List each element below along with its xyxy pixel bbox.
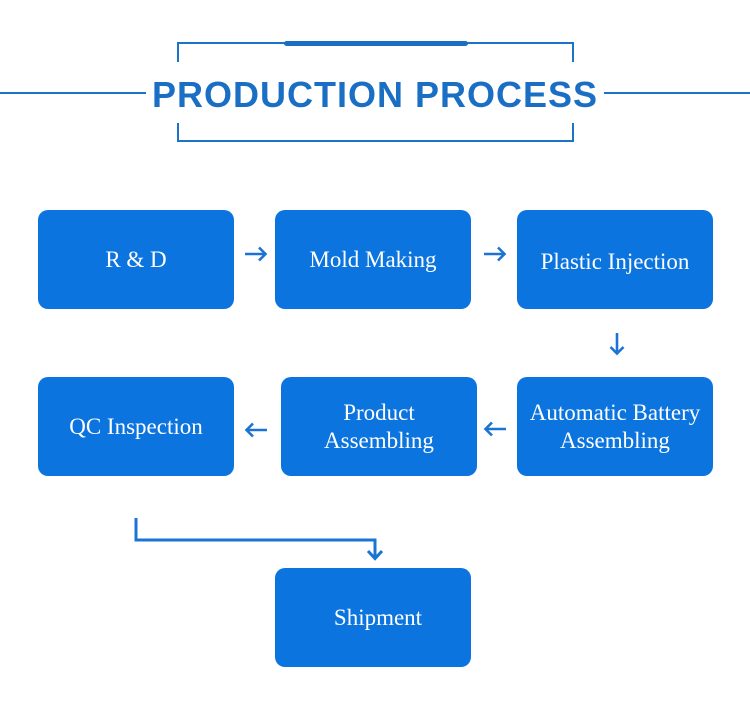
step-label: Shipment [333,604,423,630]
page-title: PRODUCTION PROCESS [0,77,750,113]
arrow-left-icon [483,421,506,437]
arrow-right-icon [484,246,507,262]
arrow-down-icon [609,333,625,356]
step-label: Assembling [324,427,434,453]
arrow-right-icon [245,246,268,262]
header-bracket-top-left-tick [177,42,179,62]
step-label: QC Inspection [69,413,203,439]
header-right-rule [604,92,750,94]
step-rd: R & D [38,210,234,309]
step-label: R & D [105,246,167,272]
step-label: Mold Making [309,246,437,272]
header-bracket-top-right-tick [572,42,574,62]
header-bracket-bottom [177,140,574,142]
page-title-text: PRODUCTION PROCESS [151,74,599,115]
step-shipment: Shipment [275,568,471,667]
header-left-rule [0,92,146,94]
step-label: Product [343,399,415,425]
step-automatic-battery-assembling: Automatic Battery Assembling [517,377,713,476]
header-accent-bar [284,41,468,46]
arrow-left-icon [244,422,267,438]
step-product-assembling: Product Assembling [281,377,477,476]
step-mold-making: Mold Making [275,210,471,309]
header-bracket-bottom-right-tick [572,123,574,142]
step-plastic-injection: Plastic Injection [517,210,713,309]
step-label: Automatic Battery [529,399,701,425]
elbow-connector-arrow-icon [134,518,384,561]
step-label: Assembling [560,427,670,453]
step-qc-inspection: QC Inspection [38,377,234,476]
header-bracket-bottom-left-tick [177,123,179,142]
step-label: Plastic Injection [540,248,690,274]
